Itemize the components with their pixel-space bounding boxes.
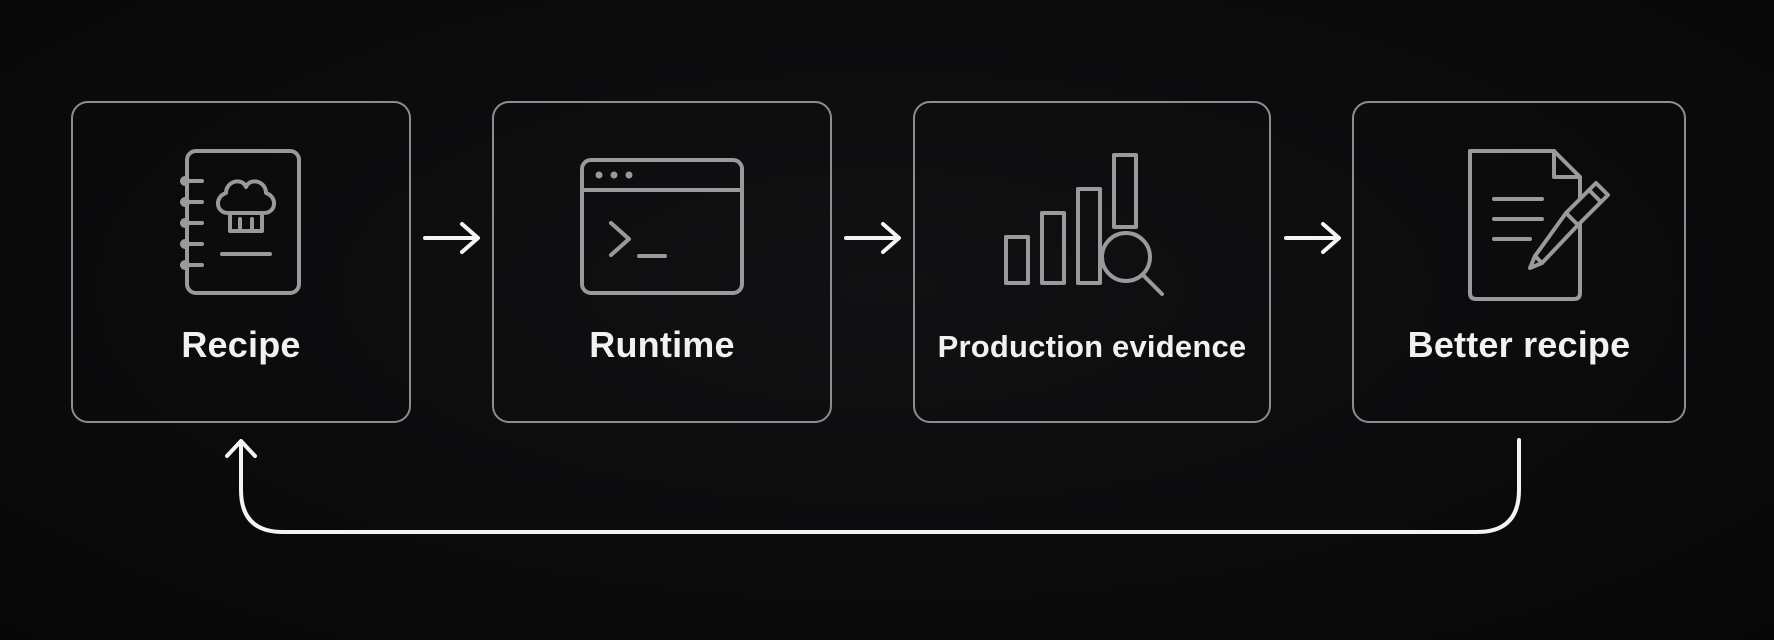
node-label-better-recipe: Better recipe [1407, 324, 1631, 365]
edge-better-recipe-to-recipe-loop [225, 438, 1521, 534]
edge-runtime-to-production-evidence [844, 222, 901, 254]
edge-recipe-to-runtime [423, 222, 480, 254]
document-pencil-icon [1456, 147, 1616, 312]
node-label-runtime: Runtime [589, 324, 735, 365]
recipe-book-icon [176, 139, 306, 304]
node-runtime: Runtime [492, 101, 832, 423]
node-recipe: Recipe [71, 101, 411, 423]
node-better-recipe: Better recipe [1352, 101, 1686, 423]
node-label-recipe: Recipe [181, 324, 301, 365]
edge-production-evidence-to-better-recipe [1284, 222, 1341, 254]
node-label-production-evidence: Production evidence [937, 329, 1247, 364]
bar-chart-magnifier-icon [1002, 151, 1182, 306]
terminal-window-icon [579, 157, 745, 302]
node-production-evidence: Production evidence [913, 101, 1271, 423]
